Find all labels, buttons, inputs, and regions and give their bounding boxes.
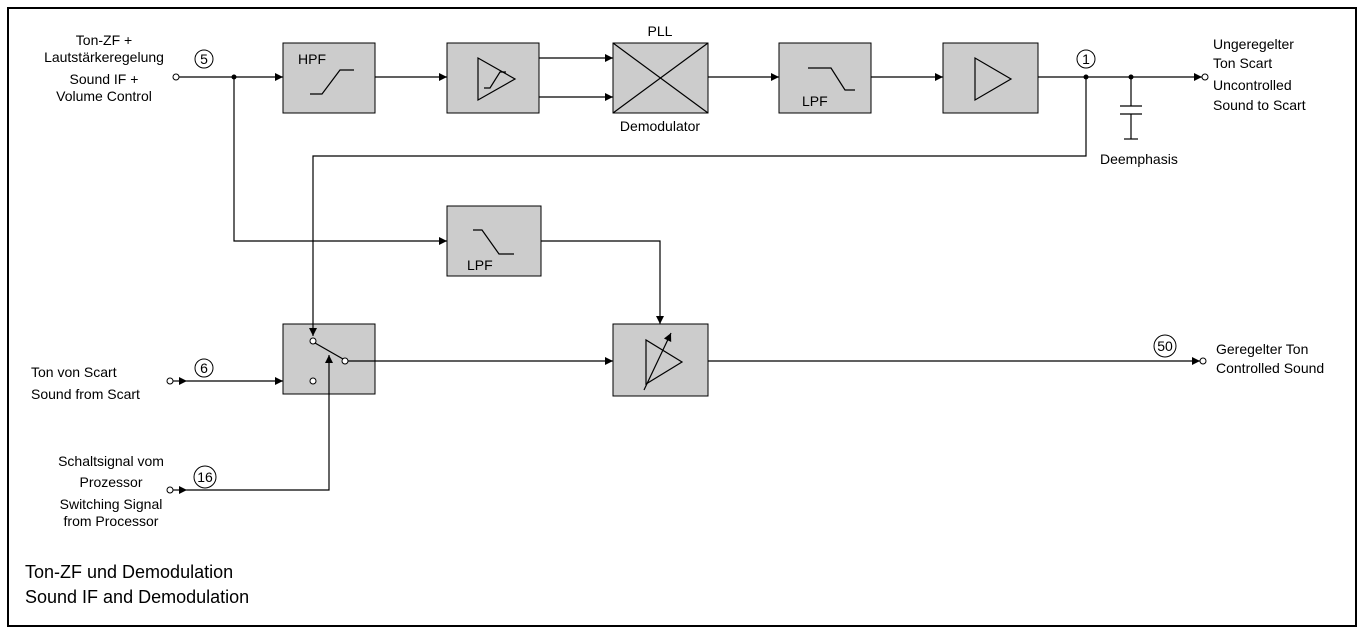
pll-cross-2	[612, 42, 709, 114]
demodulator-label: Demodulator	[620, 118, 700, 134]
pin-1-label: 1	[1082, 51, 1090, 67]
input-terminal-sound-if	[172, 73, 180, 81]
output-label-uncontrolled-4: Sound to Scart	[1213, 97, 1306, 113]
input-label-scart-2: Sound from Scart	[31, 386, 140, 402]
hpf-label: HPF	[298, 51, 326, 67]
input-label-sound-if-2: Lautstärkeregelung	[44, 49, 164, 65]
lpf-label-middle: LPF	[467, 257, 493, 273]
input-label-switching-4: from Processor	[64, 513, 159, 529]
limiter-amp-triangle	[477, 56, 517, 102]
wire-pin1-to-switch	[309, 77, 1087, 336]
switch-contact-top	[309, 337, 317, 345]
wire-lpf-to-volume	[541, 240, 664, 324]
input-label-sound-if-4: Volume Control	[56, 88, 152, 104]
lpf-symbol-top	[808, 67, 855, 91]
lpf-label-top: LPF	[802, 93, 828, 109]
diagram-frame	[7, 7, 1357, 627]
output-label-uncontrolled-2: Ton Scart	[1213, 55, 1272, 71]
hpf-block	[282, 42, 376, 114]
pin-1-marker	[1076, 49, 1096, 69]
output-terminal-controlled	[1199, 357, 1207, 365]
output-label-uncontrolled-3: Uncontrolled	[1213, 77, 1292, 93]
pin-16-label: 16	[197, 469, 213, 485]
pin-50-label: 50	[1157, 338, 1173, 354]
input-label-switching-3: Switching Signal	[60, 496, 163, 512]
wire-switching-to-switch	[187, 488, 330, 491]
output-label-controlled-2: Controlled Sound	[1216, 360, 1324, 376]
switch-contact-bottom	[309, 377, 317, 385]
input-label-sound-if-1: Ton-ZF +	[76, 32, 132, 48]
hpf-symbol	[310, 69, 354, 95]
switch-lever	[314, 342, 344, 360]
input-terminal-switching	[166, 486, 174, 494]
caption-english: Sound IF and Demodulation	[25, 587, 249, 607]
input-label-switching-2: Prozessor	[79, 474, 142, 490]
deemphasis-label: Deemphasis	[1100, 151, 1178, 167]
wire-input-to-lpf	[233, 77, 447, 245]
limiter-amp-block	[446, 42, 540, 114]
pin-6-marker	[194, 358, 214, 378]
pll-label: PLL	[648, 23, 673, 39]
pin-6-label: 6	[200, 360, 208, 376]
pin-16-marker	[193, 465, 217, 489]
volume-amp-triangle	[645, 338, 684, 386]
output-amp-block	[942, 42, 1039, 114]
volume-arrow	[643, 332, 672, 391]
lpf-symbol-middle	[473, 229, 514, 255]
pin-5-marker	[194, 49, 214, 69]
output-label-uncontrolled-1: Ungeregelter	[1213, 36, 1294, 52]
lpf-block-middle	[446, 205, 542, 277]
lpf-block-top	[778, 42, 872, 114]
limiter-symbol	[484, 71, 506, 89]
input-label-switching-1: Schaltsignal vom	[58, 453, 164, 469]
output-amp-triangle	[974, 56, 1013, 102]
input-label-sound-if-3: Sound IF +	[70, 71, 139, 87]
input-label-scart-1: Ton von Scart	[31, 364, 117, 380]
pin-50-marker	[1153, 334, 1177, 358]
output-label-controlled-1: Geregelter Ton	[1216, 341, 1308, 357]
caption-german: Ton-ZF und Demodulation	[25, 562, 233, 582]
pin-5-label: 5	[200, 51, 208, 67]
volume-amp-block	[612, 323, 709, 397]
input-terminal-scart	[166, 377, 174, 385]
output-terminal-scart	[1201, 73, 1209, 81]
